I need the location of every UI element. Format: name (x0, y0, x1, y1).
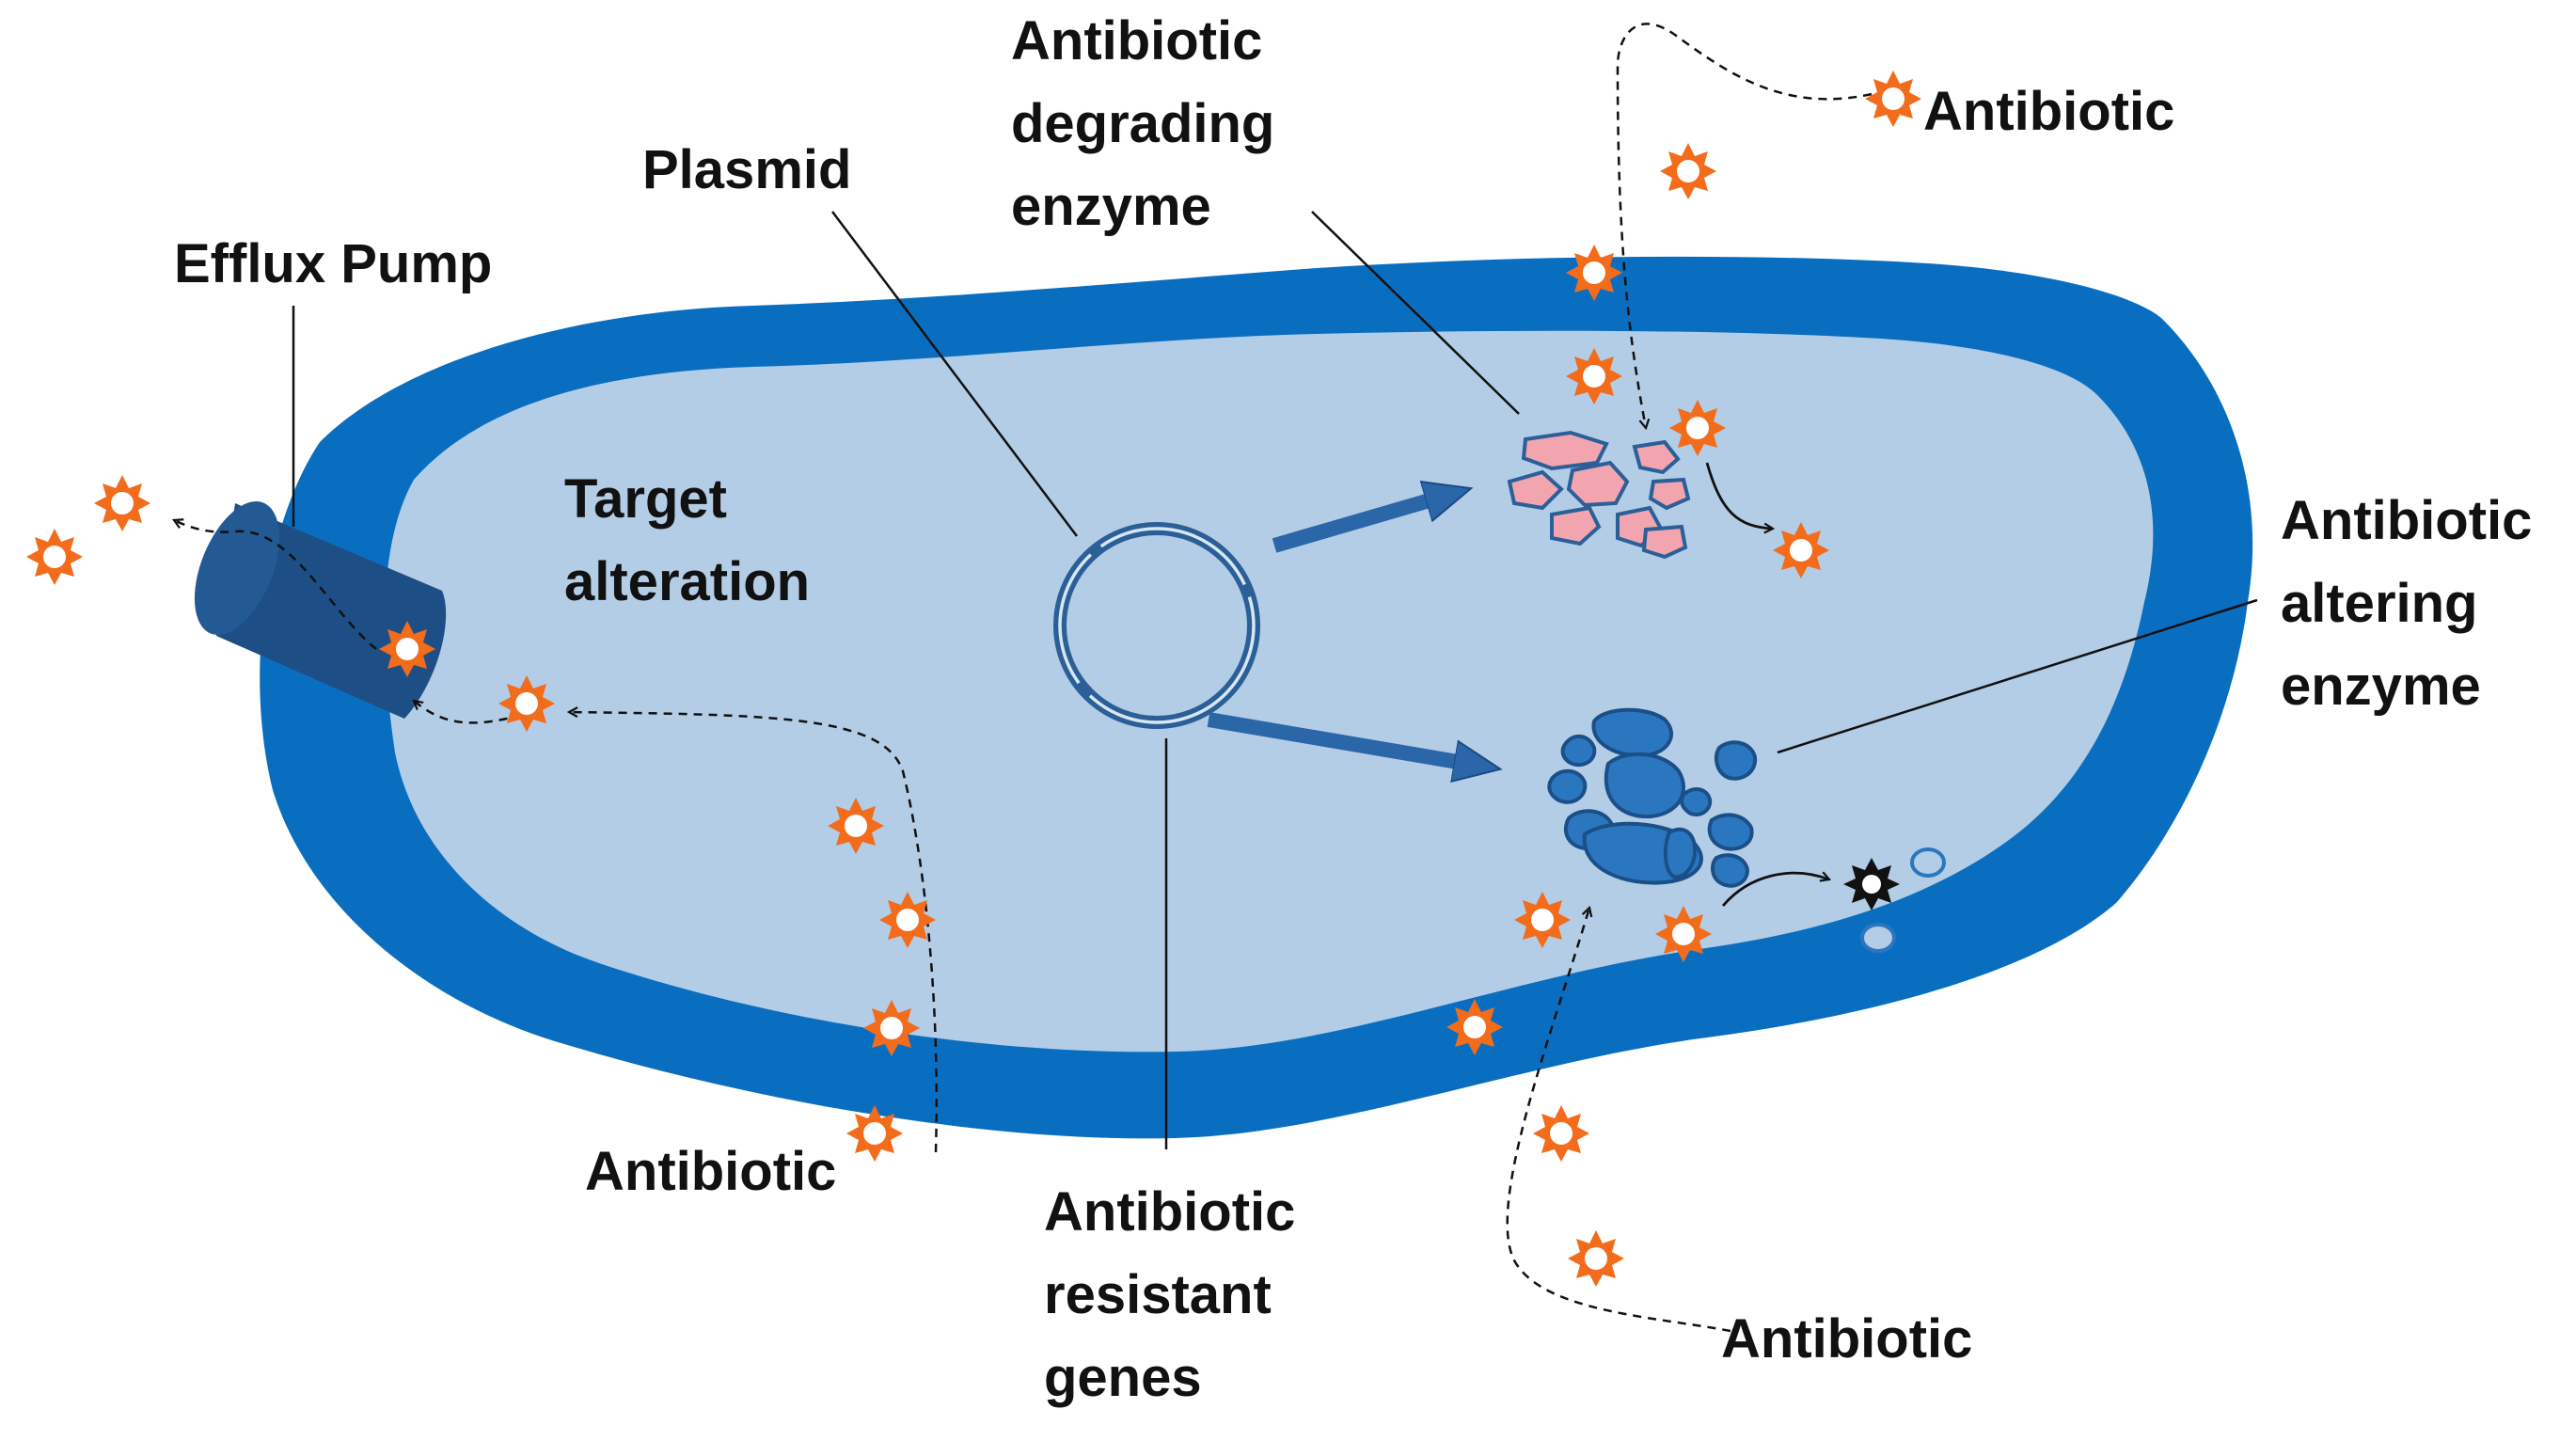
antibiotic-star-icon (1773, 522, 1829, 578)
antibiotic-star-icon (1568, 1230, 1624, 1287)
altering-enzyme-cluster-icon (1547, 707, 1758, 888)
label-line: genes (1044, 1347, 1202, 1408)
antibiotic-star-icon (1660, 143, 1716, 199)
plasmid-icon (1053, 522, 1260, 729)
antibiotic-star-icon (498, 675, 555, 732)
antibiotic-paths (174, 23, 1873, 1333)
label-target-alteration: Target alteration (564, 458, 810, 624)
label-antibiotic-top-right: Antibiotic (1923, 81, 2175, 142)
label-altering-enzyme: Antibiotic altering enzyme (2281, 480, 2532, 728)
antibiotic-star-icon (1566, 245, 1622, 301)
label-line: degrading (1011, 93, 1275, 154)
antibiotic-star-icon (94, 475, 150, 531)
label-antibiotic-bottom-right: Antibiotic (1721, 1308, 1973, 1370)
antibiotic-star-icon (828, 798, 884, 854)
label-line: alteration (564, 551, 811, 612)
antibiotic-star-icon (1514, 892, 1571, 948)
label-line: resistant (1044, 1264, 1272, 1325)
antibiotic-star-icon (879, 892, 936, 948)
label-efflux-pump: Efflux Pump (174, 233, 493, 294)
label-antibiotic-bottom-left: Antibiotic (585, 1141, 837, 1202)
label-plasmid: Plasmid (642, 139, 852, 200)
antibiotic-star-icon (863, 1000, 920, 1056)
antibiotic-star-icon (1446, 999, 1503, 1055)
conversion-arrows (1705, 462, 1829, 907)
antibiotic-star-icon (1655, 906, 1712, 962)
label-line: Antibiotic (1044, 1181, 1296, 1243)
antibiotic-star-icon (1865, 71, 1921, 127)
antibiotic-star-icon (1566, 348, 1622, 404)
label-line: Target (564, 468, 727, 530)
antibiotic-star-icon (379, 621, 435, 677)
label-line: altering (2281, 573, 2478, 634)
antibiotic-star-icon (26, 529, 83, 585)
label-line: enzyme (2281, 656, 2481, 717)
antibiotic-star-icon (1669, 400, 1726, 456)
label-resistant-genes: Antibiotic resistant genes (1044, 1171, 1295, 1419)
label-line: enzyme (1011, 176, 1211, 237)
altered-antibiotic-icon (1843, 847, 1946, 953)
degrading-enzyme-fragments (1507, 430, 1691, 560)
antibiotic-star-icon (846, 1105, 903, 1162)
label-line: Antibiotic (1011, 10, 1263, 71)
callout-lines (292, 211, 2258, 1149)
antibiotic-star-icon (1533, 1105, 1589, 1162)
label-degrading-enzyme: Antibiotic degrading enzyme (1011, 0, 1274, 248)
gene-expression-arrows (1207, 500, 1458, 762)
label-line: Antibiotic (2281, 490, 2533, 551)
